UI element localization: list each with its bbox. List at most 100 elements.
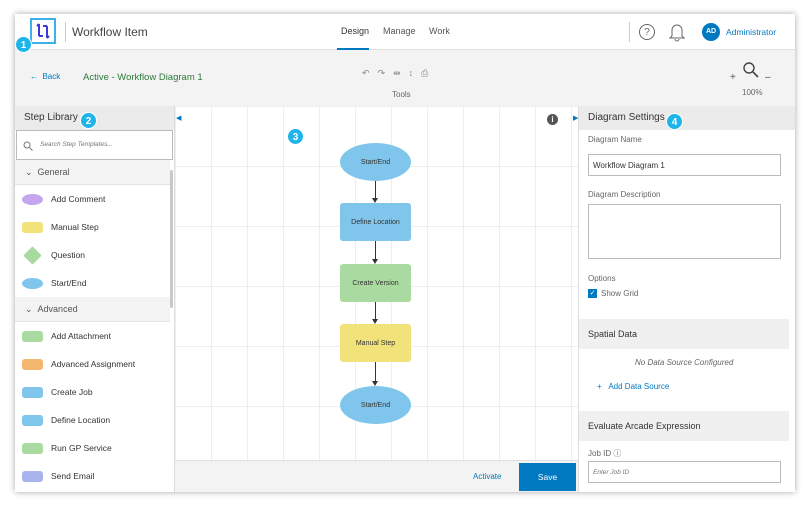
- step-shape-swatch: [22, 471, 43, 482]
- divider: [629, 22, 630, 42]
- diagram-settings-panel: Diagram Settings ▶ Diagram Name Diagram …: [573, 106, 795, 492]
- bell-icon[interactable]: [668, 22, 686, 47]
- options-label: Options: [588, 274, 616, 283]
- diagram-name-label: Diagram Name: [588, 135, 642, 144]
- step-template-item[interactable]: Create Job: [15, 378, 170, 406]
- step-shape-swatch: [23, 246, 42, 265]
- diagram-node[interactable]: Manual Step: [340, 324, 411, 362]
- distribute-horizontal-icon[interactable]: ⇹: [393, 68, 409, 78]
- search-icon: [23, 138, 33, 156]
- diagram-name-input[interactable]: [588, 154, 781, 176]
- arrowhead-icon: [372, 198, 378, 203]
- job-id-input[interactable]: [588, 461, 781, 483]
- diagram-node[interactable]: Create Version: [340, 264, 411, 302]
- print-icon[interactable]: ⎙: [421, 68, 437, 78]
- group-header-advanced[interactable]: ⌄ Advanced: [15, 297, 170, 322]
- back-button[interactable]: ← Back: [30, 72, 60, 81]
- step-template-item[interactable]: Start/End: [15, 269, 170, 297]
- badge-2: 2: [80, 112, 97, 129]
- add-data-source-label: Add Data Source: [608, 382, 670, 391]
- arrowhead-icon: [372, 381, 378, 386]
- collapse-left-icon[interactable]: ◀: [176, 115, 182, 122]
- connector-line[interactable]: [375, 362, 376, 381]
- zoom-out-button[interactable]: –: [765, 72, 771, 83]
- step-template-item[interactable]: Question: [15, 241, 170, 269]
- diagram-status: Active - Workflow Diagram 1: [83, 72, 203, 83]
- connector-line[interactable]: [375, 302, 376, 319]
- diagram-node[interactable]: Define Location: [340, 203, 411, 241]
- group-label: General: [37, 167, 70, 177]
- step-shape-swatch: [22, 331, 43, 342]
- redo-icon[interactable]: ↷: [377, 68, 394, 78]
- scrollbar[interactable]: [170, 170, 173, 308]
- step-label: Start/End: [51, 278, 87, 288]
- step-label: Add Attachment: [51, 331, 112, 341]
- step-label: Manual Step: [51, 222, 99, 232]
- workflow-logo-icon[interactable]: [30, 18, 56, 44]
- info-icon[interactable]: ⓘ: [613, 449, 622, 458]
- zoom-level: 100%: [742, 88, 763, 97]
- arcade-header: Evaluate Arcade Expression: [579, 411, 789, 441]
- toolbar: ← Back Active - Workflow Diagram 1 ↶↷⇹↕⎙…: [15, 50, 795, 106]
- activate-button[interactable]: Activate: [473, 472, 502, 481]
- expand-right-icon[interactable]: ▶: [573, 115, 579, 122]
- chevron-down-icon: ⌄: [25, 304, 38, 314]
- search-zoom-icon: [743, 62, 759, 83]
- arrowhead-icon: [372, 319, 378, 324]
- step-shape-swatch: [22, 194, 43, 205]
- step-template-item[interactable]: Run GP Service: [15, 434, 170, 462]
- badge-3: 3: [287, 128, 304, 145]
- diagram-node[interactable]: Start/End: [340, 143, 411, 181]
- divider: [65, 22, 66, 42]
- step-template-item[interactable]: Manual Step: [15, 213, 170, 241]
- tab-manage[interactable]: Manage: [383, 26, 416, 36]
- group-header-general[interactable]: ⌄ General: [15, 160, 170, 185]
- group-label: Advanced: [37, 304, 78, 314]
- tab-work[interactable]: Work: [429, 26, 450, 36]
- step-shape-swatch: [22, 443, 43, 454]
- distribute-vertical-icon[interactable]: ↕: [408, 68, 422, 78]
- diagram-node[interactable]: Start/End: [340, 386, 411, 424]
- app-title: Workflow Item: [72, 25, 148, 39]
- step-shape-swatch: [22, 278, 43, 289]
- step-template-item[interactable]: Send Email: [15, 462, 170, 490]
- undo-icon[interactable]: ↶: [362, 68, 378, 78]
- show-grid-checkbox[interactable]: ✓: [588, 289, 597, 298]
- app-window: Workflow Item Design Manage Work ? AD Ad…: [15, 14, 795, 492]
- tab-design[interactable]: Design: [341, 26, 370, 36]
- step-label: Send Email: [51, 471, 95, 481]
- step-template-item[interactable]: Define Location: [15, 406, 170, 434]
- tools-label: Tools: [392, 90, 411, 99]
- diagram-description-input[interactable]: [588, 204, 781, 259]
- diagram-description-label: Diagram Description: [588, 190, 661, 199]
- plus-icon: +: [597, 382, 609, 391]
- step-label: Question: [51, 250, 86, 260]
- badge-4: 4: [666, 113, 683, 130]
- step-label: Define Location: [51, 415, 111, 425]
- diagram-settings-title: Diagram Settings: [579, 106, 795, 130]
- step-shape-swatch: [22, 359, 43, 370]
- settings-title-text: Diagram Settings: [588, 112, 665, 123]
- connector-line[interactable]: [375, 241, 376, 259]
- add-data-source-button[interactable]: + Add Data Source: [597, 382, 669, 391]
- step-template-item[interactable]: Add Comment: [15, 185, 170, 213]
- step-library-panel: Step Library ◀ Search Step Templates... …: [15, 106, 181, 492]
- info-icon[interactable]: i: [547, 114, 558, 125]
- zoom-in-button[interactable]: +: [730, 72, 736, 83]
- help-icon[interactable]: ?: [639, 24, 655, 40]
- step-label: Create Job: [51, 387, 93, 397]
- save-button[interactable]: Save: [519, 463, 576, 491]
- step-template-item[interactable]: Add Attachment: [15, 322, 170, 350]
- job-id-label: Job ID ⓘ: [588, 448, 621, 459]
- search-input[interactable]: Search Step Templates...: [16, 130, 173, 160]
- step-template-item[interactable]: Advanced Assignment: [15, 350, 170, 378]
- avatar[interactable]: AD: [702, 23, 720, 41]
- job-id-text: Job ID: [588, 449, 612, 458]
- connector-line[interactable]: [375, 181, 376, 198]
- active-tab-indicator: [337, 48, 369, 50]
- spatial-data-header: Spatial Data: [579, 319, 789, 349]
- step-label: Add Comment: [51, 194, 106, 204]
- user-name[interactable]: Administrator: [726, 27, 777, 37]
- chevron-down-icon: ⌄: [25, 167, 38, 177]
